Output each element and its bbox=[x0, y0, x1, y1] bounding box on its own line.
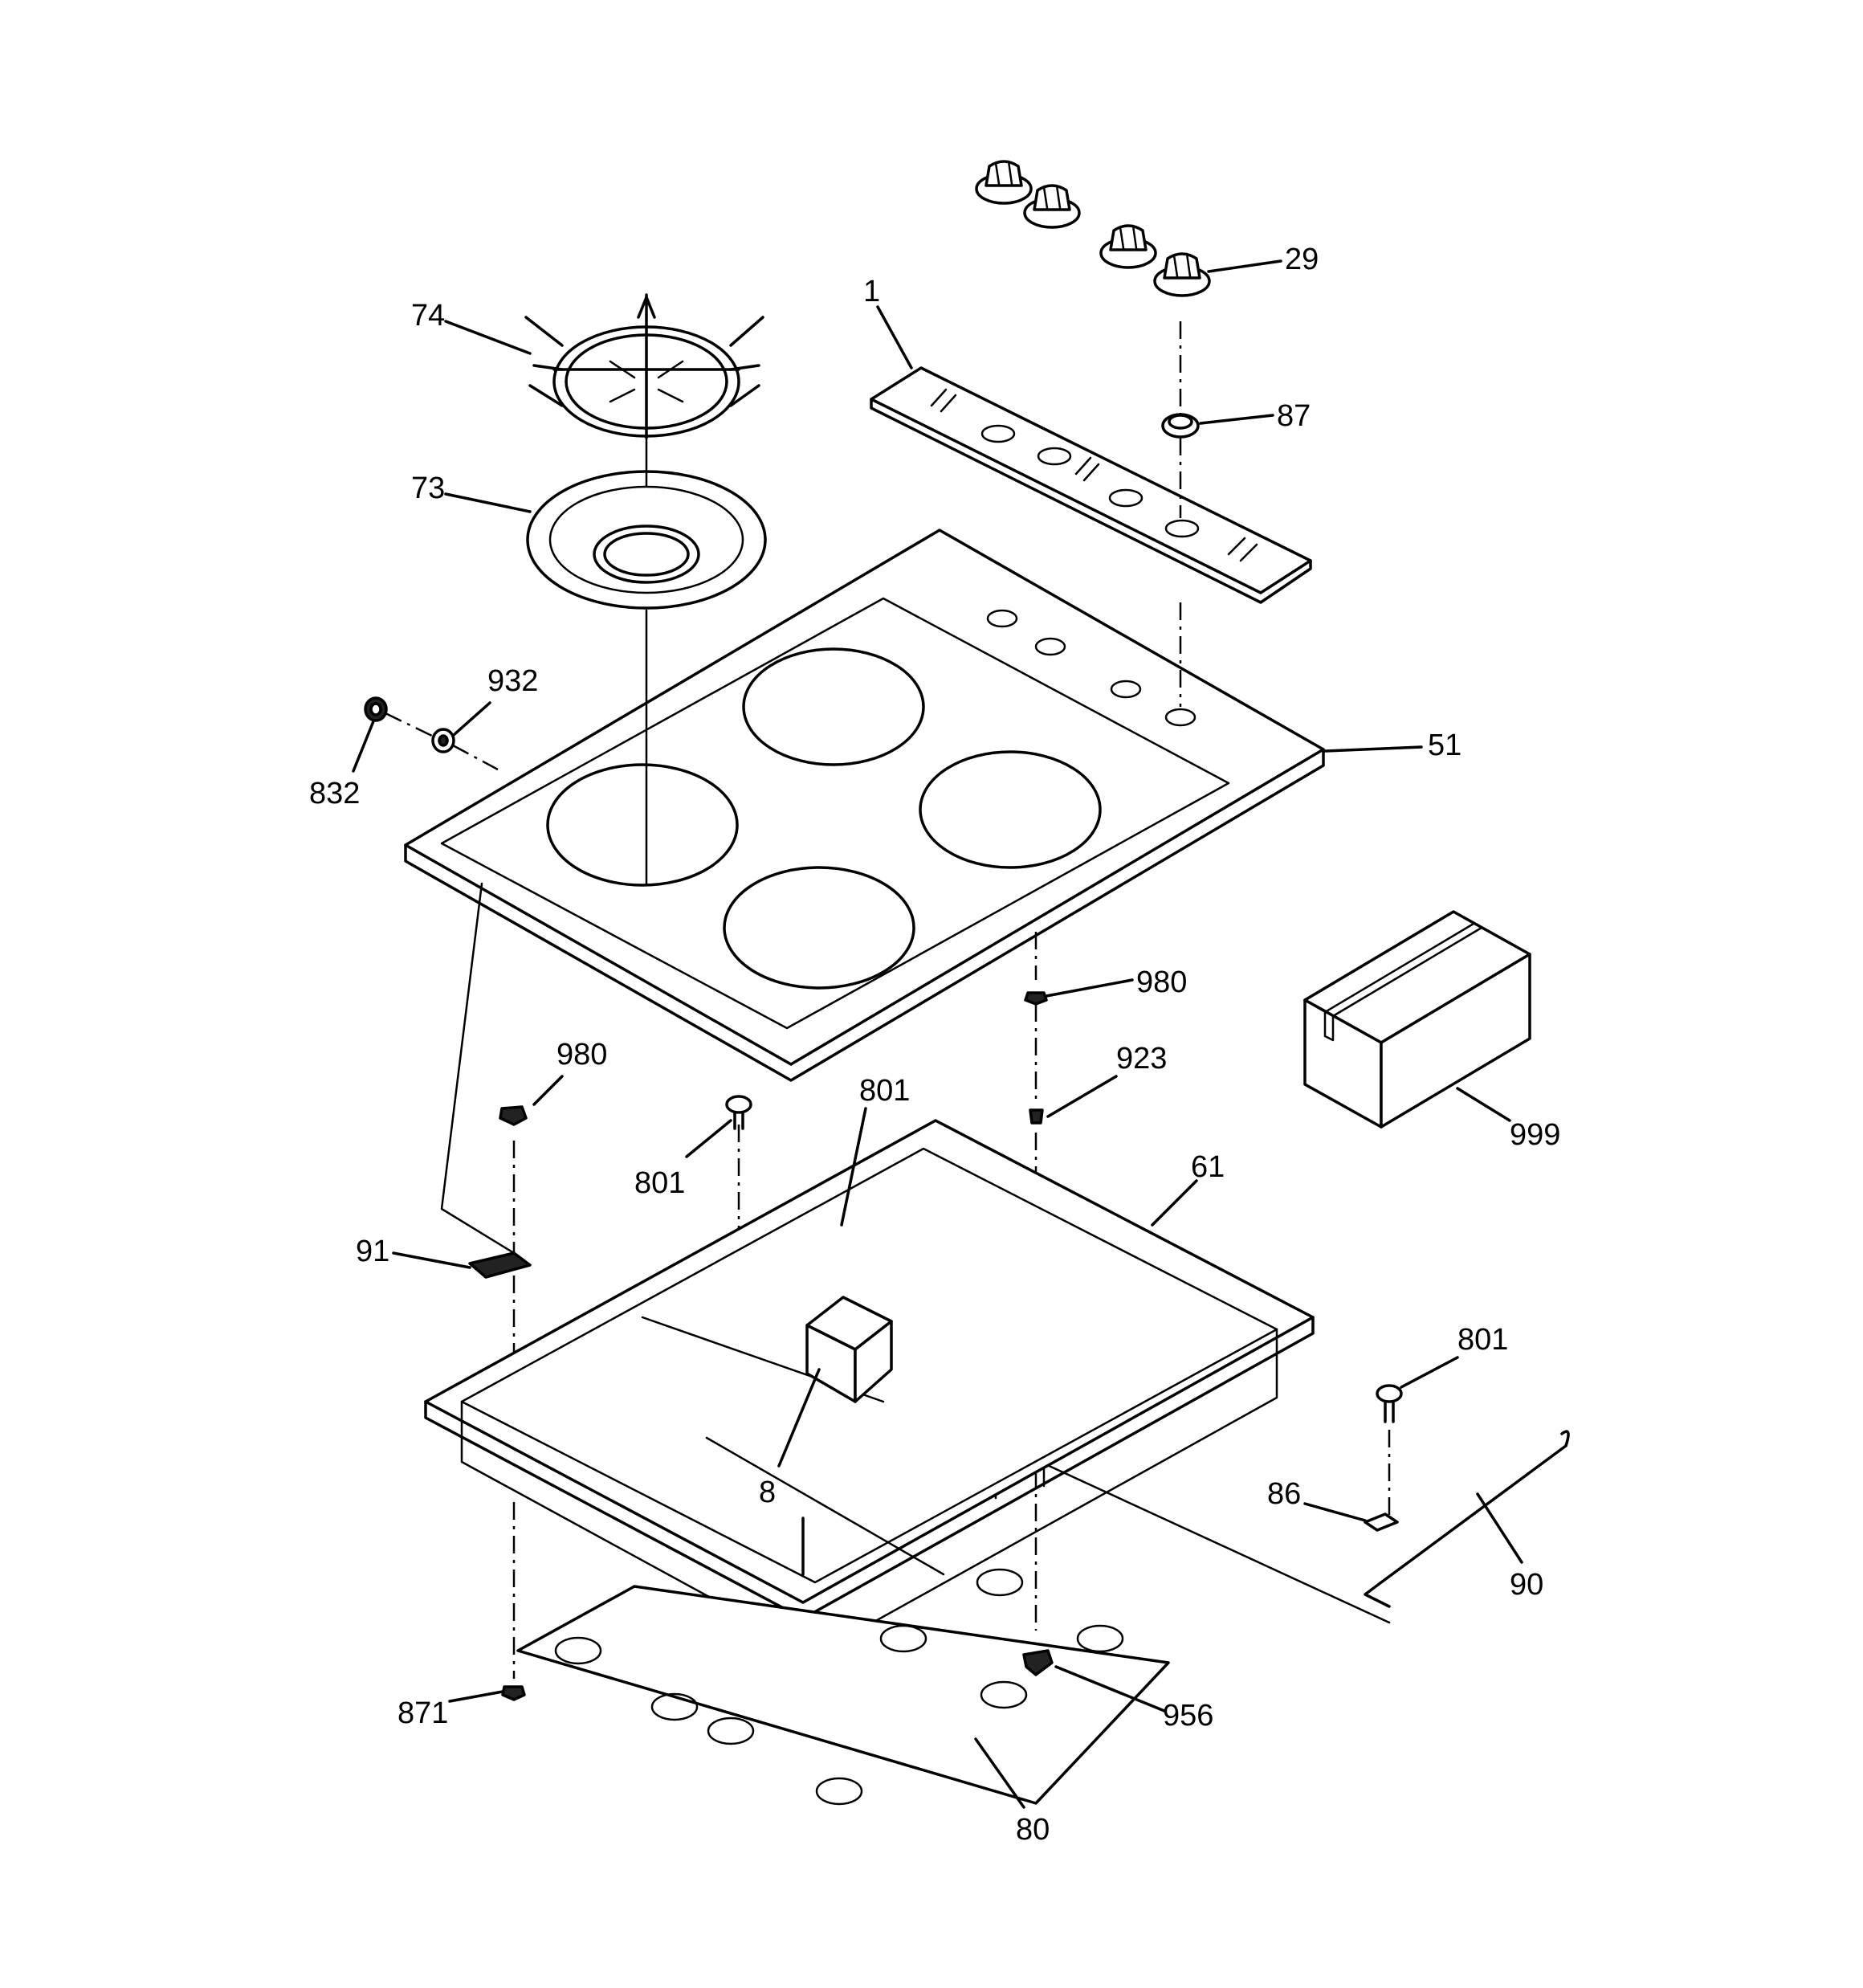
callout-74: 74 bbox=[411, 299, 445, 333]
bolt-923 bbox=[1029, 1108, 1044, 1125]
screw-801-right bbox=[1376, 1384, 1403, 1423]
screw-801-top bbox=[725, 1095, 752, 1130]
callout-801-top: 801 bbox=[859, 1074, 910, 1108]
callout-87: 87 bbox=[1277, 399, 1311, 433]
callout-90: 90 bbox=[1510, 1568, 1543, 1602]
callout-61: 61 bbox=[1191, 1150, 1225, 1184]
transformer-8 bbox=[805, 1296, 893, 1403]
washer-932 bbox=[431, 728, 455, 753]
callout-871: 871 bbox=[397, 1696, 448, 1730]
callout-801-right: 801 bbox=[1457, 1323, 1508, 1357]
burner-grate bbox=[524, 293, 764, 439]
callout-86: 86 bbox=[1267, 1477, 1301, 1511]
burner-bowl bbox=[526, 470, 767, 610]
callout-73: 73 bbox=[411, 471, 445, 505]
callout-80: 80 bbox=[1016, 1813, 1050, 1847]
callout-91: 91 bbox=[356, 1235, 389, 1268]
control-knobs bbox=[975, 160, 1211, 297]
callout-1: 1 bbox=[863, 275, 880, 308]
bracket-91 bbox=[468, 1251, 532, 1279]
leader-832-932 bbox=[385, 712, 499, 771]
callout-8: 8 bbox=[759, 1476, 776, 1509]
callout-923: 923 bbox=[1116, 1042, 1167, 1076]
callout-29: 29 bbox=[1285, 243, 1319, 276]
callout-801-left: 801 bbox=[634, 1166, 685, 1200]
clip-956 bbox=[1022, 1649, 1054, 1676]
control-panel bbox=[870, 366, 1312, 604]
clip-86 bbox=[1364, 1512, 1399, 1532]
packaging-box bbox=[1303, 910, 1531, 1129]
callout-51: 51 bbox=[1428, 729, 1461, 762]
callout-980-right: 980 bbox=[1136, 965, 1187, 999]
callout-980-left: 980 bbox=[556, 1038, 607, 1072]
screw-832 bbox=[364, 696, 388, 722]
cooktop bbox=[404, 529, 1325, 1082]
callout-labels: 29 1 74 87 73 932 51 832 980 999 980 923… bbox=[309, 243, 1560, 1847]
nut-980-left bbox=[499, 1105, 528, 1126]
callout-999: 999 bbox=[1510, 1118, 1560, 1152]
nut-871 bbox=[501, 1685, 526, 1701]
rod-90 bbox=[1364, 1430, 1570, 1608]
callout-956: 956 bbox=[1163, 1699, 1213, 1733]
callout-932: 932 bbox=[487, 664, 538, 698]
leader-lines bbox=[352, 259, 1523, 1809]
knob-bezel bbox=[1161, 413, 1200, 439]
nut-980-right bbox=[1024, 991, 1048, 1006]
callout-832: 832 bbox=[309, 777, 360, 810]
bottom-shield bbox=[516, 1568, 1170, 1806]
